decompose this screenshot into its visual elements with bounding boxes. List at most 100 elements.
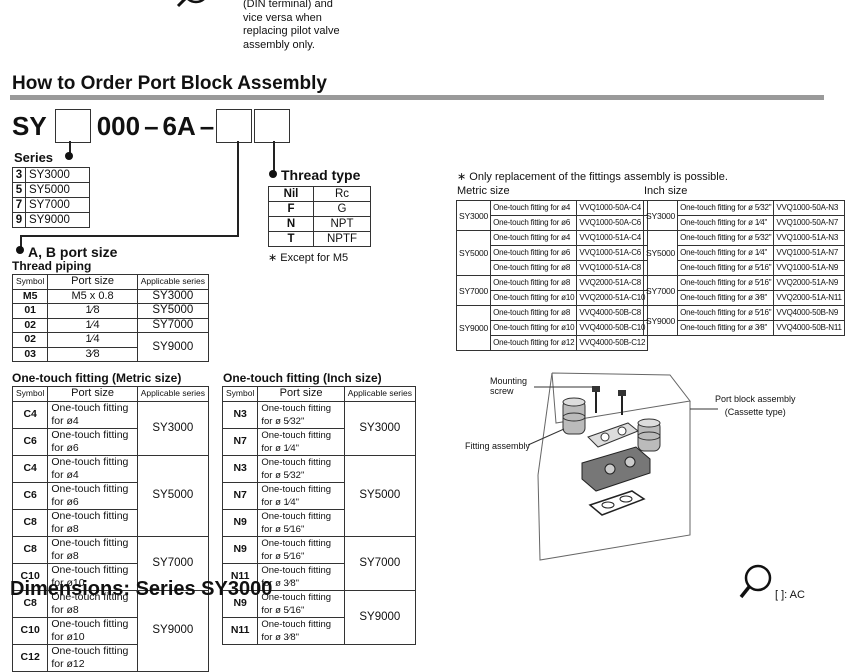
port-connector — [20, 235, 22, 249]
series-code-box — [54, 109, 91, 143]
inch-fitting-label: One-touch fitting (Inch size) — [223, 371, 382, 385]
metric-size-label: Metric size — [457, 185, 510, 197]
thread-piping-label: Thread piping — [12, 259, 92, 273]
mounting-screw-label: Mounting screw — [490, 376, 528, 396]
table-row: One-touch fitting for ø 5⁄16"VVQ1000-51A… — [644, 260, 845, 276]
cassette-outline — [537, 401, 691, 561]
code-dash: – — [199, 110, 215, 141]
gasket-icon — [588, 490, 646, 516]
fitting-icon — [637, 418, 661, 452]
code-middle: 000 — [96, 110, 141, 141]
cassette-outline — [537, 372, 553, 476]
magnifier-icon — [172, 0, 212, 19]
leader-line — [527, 428, 565, 446]
port-block-icon — [581, 446, 651, 492]
port-code-box — [216, 109, 253, 143]
thread-dot — [269, 170, 277, 178]
inch-size-label: Inch size — [644, 185, 688, 197]
table-header: Symbol Port size Applicable series — [221, 386, 417, 402]
ab-port-label: A, B port size — [28, 244, 118, 260]
series-label: Series — [14, 150, 54, 165]
fitting-assembly-label: Fitting assembly — [465, 441, 531, 451]
series-connector — [69, 141, 71, 156]
mounting-screw-icon — [592, 386, 626, 415]
port-connector — [20, 235, 239, 237]
magnifier-icon — [738, 564, 774, 607]
table-header: Symbol Port size Applicable series — [11, 274, 210, 290]
code-prefix: SY — [12, 110, 47, 141]
port-connector — [237, 141, 239, 237]
series-dot — [65, 152, 73, 160]
dimensions-title: Dimensions: Series SY3000 — [10, 578, 273, 600]
code-suffix: 6A — [162, 110, 196, 141]
clip-icon — [587, 422, 639, 448]
code-dash: – — [144, 110, 159, 141]
section-rule — [10, 95, 824, 100]
thread-type-label: Thread type — [281, 167, 361, 183]
thread-note: ∗ Except for M5 — [268, 252, 349, 264]
fitting-icon — [562, 397, 586, 435]
table-row: One-touch fitting for ø 1⁄4"VVQ1000-51A-… — [644, 245, 845, 261]
order-code: SY 000 – 6A – — [12, 108, 291, 144]
ac-legend: [ ]: AC — [775, 589, 805, 601]
assembly-diagram — [527, 372, 718, 561]
table-row: One-touch fitting for ø 3⁄8"VVQ4000-50B-… — [644, 320, 845, 336]
thread-code-box — [254, 109, 291, 143]
table-header: Symbol Port size Applicable series — [11, 386, 210, 402]
port-dot — [16, 246, 24, 254]
replacement-note: ∗ Only replacement of the fittings assem… — [457, 171, 728, 183]
port-block-label: Port block assembly (Cassette type) — [715, 394, 796, 417]
metric-fitting-label: One-touch fitting (Metric size) — [12, 371, 182, 385]
order-title: How to Order Port Block Assembly — [12, 73, 327, 94]
top-note: (DIN terminal) and vice versa when repla… — [243, 0, 340, 51]
